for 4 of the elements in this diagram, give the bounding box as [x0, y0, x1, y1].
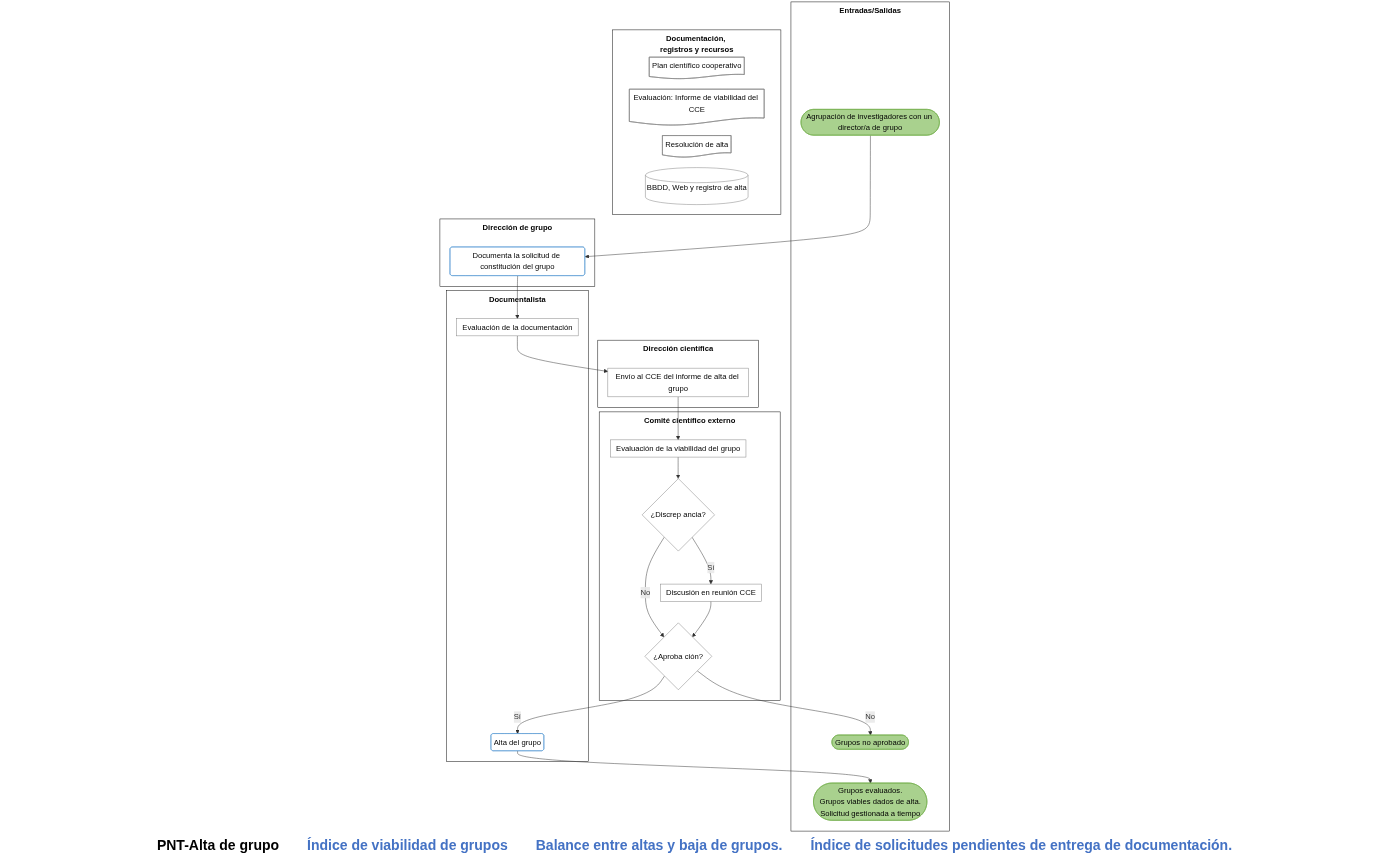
section-heading: PNT-Alta de grupo — [156, 837, 280, 853]
indicator-note: Índice de viabilidad de grupos — [307, 837, 508, 853]
indicator-note: Balance entre altas y baja de grupos. — [535, 837, 783, 853]
indicator-note: Índice de solicitudes pendientes de entrega de documentación. — [810, 837, 1233, 853]
